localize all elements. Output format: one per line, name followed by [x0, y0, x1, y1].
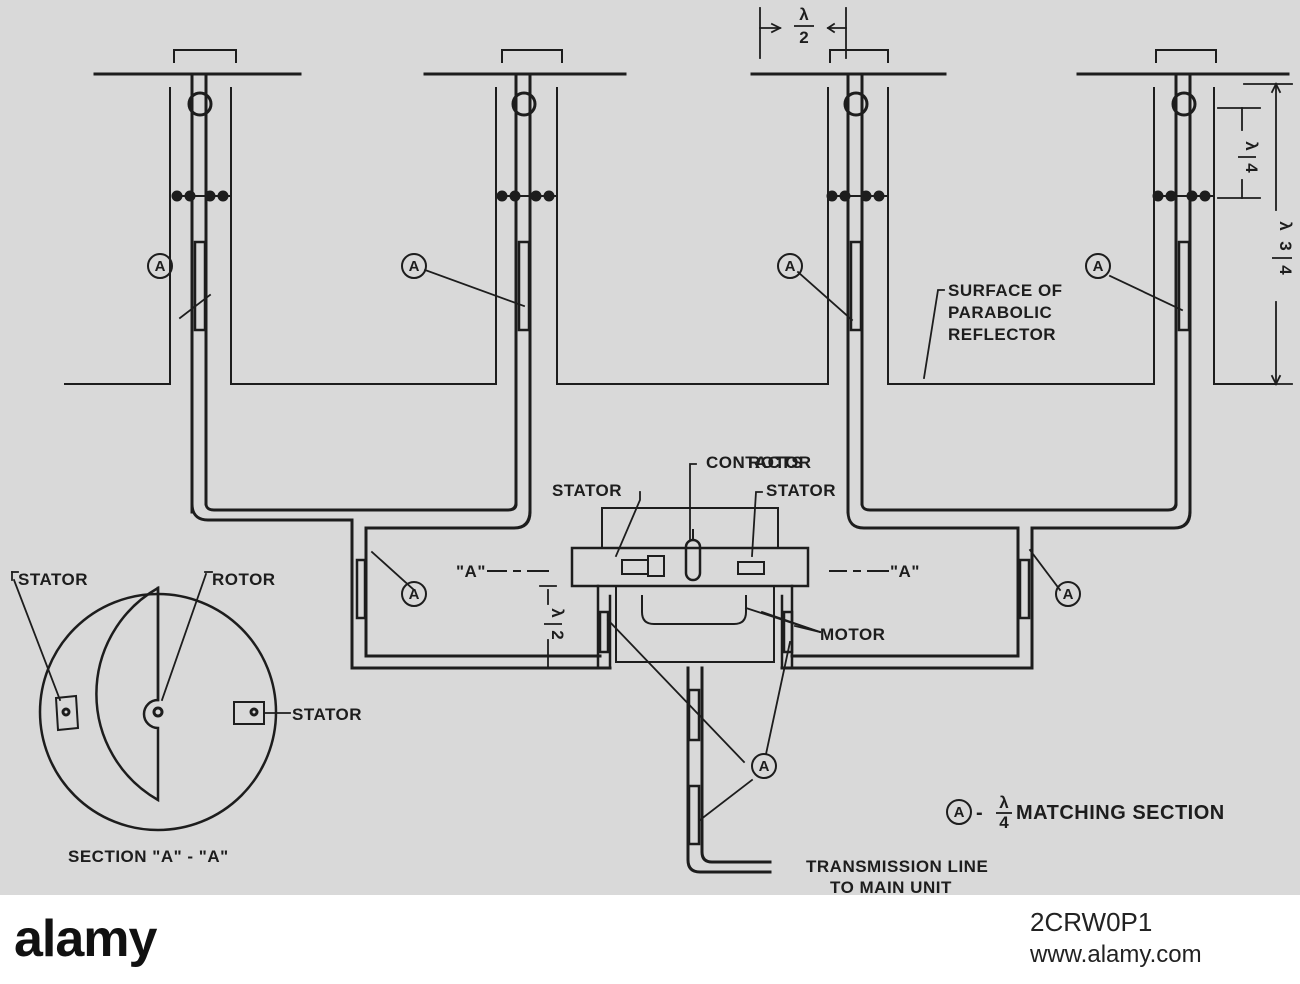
label-section-a-left: "A" [456, 562, 486, 581]
label-transmission-line-1: TRANSMISSION LINE [806, 857, 988, 876]
label-transmission-line-2: TO MAIN UNIT [830, 878, 952, 895]
marker-a-7: A [759, 758, 770, 775]
dim-three-quarter-lambda: λ [1276, 221, 1295, 231]
label-stator-top-right: STATOR [766, 481, 836, 500]
dim-top-lambda: λ [799, 5, 809, 24]
label-contacts: CONTACTS [706, 453, 803, 472]
dipole-3 [750, 49, 947, 514]
marker-a-6: A [1063, 586, 1074, 603]
marker-a-5: A [409, 586, 420, 603]
legend-dash: - [976, 802, 983, 824]
label-rotor-section: ROTOR [212, 570, 276, 589]
legend-matching-text: MATCHING SECTION [1016, 802, 1225, 824]
marker-a-legend: A [954, 804, 965, 821]
feed-lines-right [780, 502, 1192, 670]
marker-a-2: A [409, 258, 420, 275]
dipole-4 [1076, 49, 1290, 514]
dim-three-quarter-four: 4 [1276, 265, 1295, 275]
legend-four: 4 [999, 813, 1009, 832]
label-rotor: ROTOR [748, 453, 812, 472]
label-section-caption: SECTION "A" - "A" [68, 847, 229, 866]
dim-quarter-lambda: λ [1242, 141, 1261, 151]
half-wave-dimension [759, 7, 847, 59]
dim-quarter-four: 4 [1242, 163, 1261, 173]
label-surface-2: PARABOLIC [948, 303, 1052, 322]
marker-a-3: A [785, 258, 796, 275]
label-stator-top-left: STATOR [552, 481, 622, 500]
label-motor: MOTOR [820, 625, 885, 644]
label-stator-section-left: STATOR [18, 570, 88, 589]
matching-markers [147, 253, 1111, 825]
leader-lines [11, 268, 1184, 822]
watermark-site: www.alamy.com [1030, 941, 1202, 968]
output-feed [686, 666, 772, 874]
label-stator-section-right: STATOR [292, 705, 362, 724]
dim-top-two: 2 [799, 28, 808, 47]
dim-three-quarter-three: 3 [1276, 241, 1295, 250]
right-dimensions [1217, 81, 1293, 387]
marker-a-4: A [1093, 258, 1104, 275]
mid-half-wave-dimension [539, 585, 557, 667]
watermark-logo: alamy [14, 910, 157, 968]
label-section-a-right: "A" [890, 562, 920, 581]
section-view [38, 585, 278, 832]
antenna-switch-schematic: A A A A A A A A ROTOR CONTACTS STATOR ST… [11, 5, 1295, 895]
legend-lambda: λ [999, 793, 1009, 812]
dipole-1 [93, 49, 302, 514]
dipole-2 [423, 49, 627, 514]
watermark-footer: alamy 2CRW0P1 www.alamy.com [0, 895, 1300, 984]
label-surface-1: SURFACE OF [948, 281, 1063, 300]
label-surface-3: REFLECTOR [948, 325, 1056, 344]
feed-lines-left [190, 502, 612, 670]
dim-mid-two: 2 [548, 630, 567, 639]
dim-mid-lambda: λ [548, 608, 567, 618]
marker-a-1: A [155, 258, 166, 275]
watermark-image-id: 2CRW0P1 [1030, 907, 1153, 937]
